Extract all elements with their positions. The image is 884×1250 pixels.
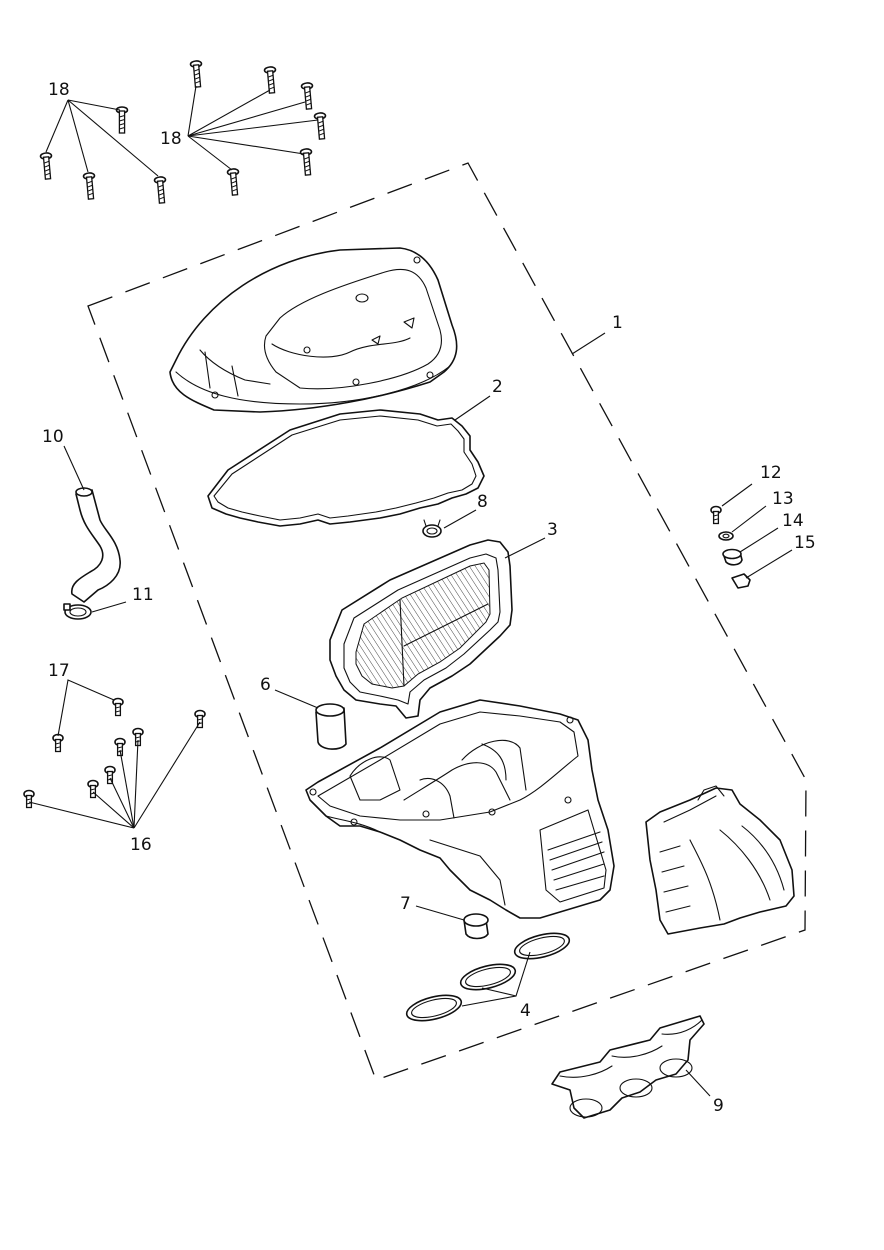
callout-9: 9 [713, 1096, 724, 1116]
air-filter [329, 539, 513, 719]
callout-16: 16 [130, 835, 152, 855]
airbox-lid [169, 247, 458, 413]
callout-4: 4 [520, 1001, 531, 1021]
callout-2: 2 [492, 377, 503, 397]
callout-labels: 1 2 3 4 6 7 8 9 10 11 12 13 14 15 16 17 … [42, 80, 816, 1116]
callout-18-left: 18 [48, 80, 70, 100]
leader-lines [28, 85, 793, 1097]
intake-duct [645, 785, 795, 935]
callout-11: 11 [132, 585, 154, 605]
callout-12: 12 [760, 463, 782, 483]
screws-18-right [189, 59, 329, 197]
screws-16 [23, 709, 206, 809]
assembly-boundary-dashed [87, 162, 807, 1081]
washer-13 [718, 531, 734, 541]
bolt-12 [710, 505, 722, 525]
hose-clamp-11 [63, 603, 92, 620]
callout-6: 6 [260, 675, 271, 695]
callout-1: 1 [612, 313, 623, 333]
intake-trumpets-9 [551, 1015, 705, 1119]
callout-18-right: 18 [160, 129, 182, 149]
callout-8: 8 [477, 492, 488, 512]
hose-clip-8 [422, 519, 442, 538]
callout-15: 15 [794, 533, 816, 553]
callout-3: 3 [547, 520, 558, 540]
callout-14: 14 [782, 511, 804, 531]
callout-7: 7 [400, 894, 411, 914]
airbox-gasket [207, 409, 485, 527]
breather-hose-10 [70, 487, 121, 603]
drain-plug-6 [315, 703, 347, 750]
callout-17: 17 [48, 661, 70, 681]
clip-15 [731, 573, 751, 589]
callout-10: 10 [42, 427, 64, 447]
airbox-gasket-inner [213, 415, 477, 521]
o-rings-4 [405, 932, 571, 1022]
plug-7 [463, 913, 489, 940]
grommet-14 [722, 548, 743, 566]
callout-13: 13 [772, 489, 794, 509]
airbox-lower-housing [305, 699, 615, 919]
